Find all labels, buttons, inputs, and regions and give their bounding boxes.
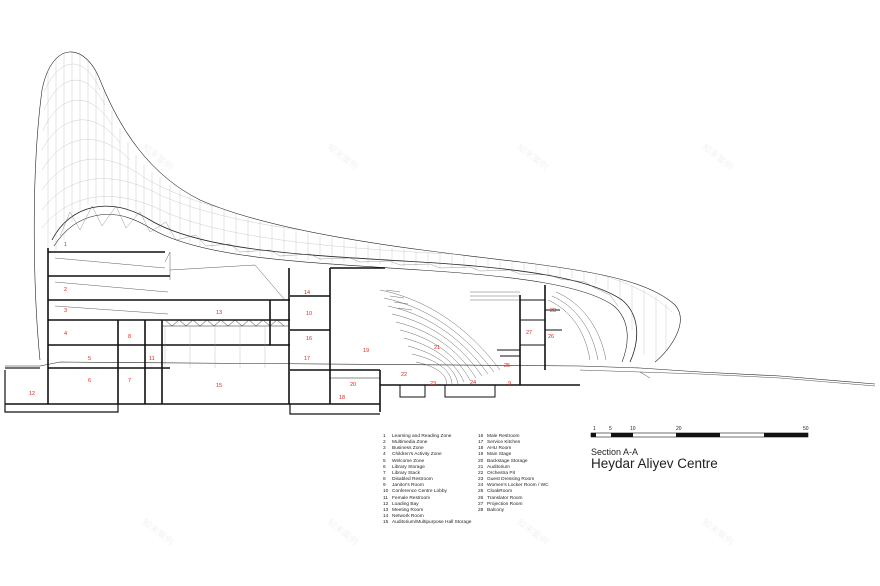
project-title: Heydar Aliyev Centre [591,456,718,471]
room-label-6: 6 [88,378,91,384]
structure-walls [47,248,546,412]
library-ramps [54,251,286,315]
basement [4,370,496,415]
room-label-2: 2 [64,287,67,293]
auditorium-seating [379,289,607,386]
room-label-1: 1 [64,242,67,248]
room-label-4: 4 [64,331,67,337]
conference-truss [162,319,289,368]
room-label-3: 3 [64,308,67,314]
room-label-5: 5 [88,356,91,362]
room-label-28: 28 [550,308,556,314]
room-label-26: 26 [548,334,554,340]
room-label-23: 23 [430,381,436,387]
ground-line [5,361,876,387]
scale-tick-1: 1 [593,426,596,432]
room-label-21: 21 [434,345,440,351]
room-label-10: 10 [306,311,312,317]
room-label-27: 27 [526,330,532,336]
room-label-25: 25 [504,363,510,369]
room-label-14: 14 [304,290,310,296]
room-label-17: 17 [304,356,310,362]
room-label-15: 15 [216,383,222,389]
room-label-19: 19 [363,348,369,354]
room-label-18: 18 [339,395,345,401]
room-label-7: 7 [128,378,131,384]
room-label-22: 22 [401,372,407,378]
scale-tick-5: 5 [609,426,612,432]
room-label-16: 16 [306,336,312,342]
room-labels: 1 2 3 4 5 6 7 8 9 10 11 12 13 14 15 16 1… [29,242,556,401]
room-label-8: 8 [128,334,131,340]
balconies [497,299,562,357]
scale-tick-10: 10 [630,426,636,432]
room-label-24: 24 [470,380,476,386]
scale-tick-20: 20 [676,426,682,432]
room-label-20: 20 [350,382,356,388]
room-label-12: 12 [29,391,35,397]
shell-outline [33,51,681,363]
floor-slabs [5,251,580,405]
section-label: Section A-A [591,447,639,457]
room-label-13: 13 [216,310,222,316]
roof-truss [59,205,619,307]
room-label-9: 9 [508,381,511,387]
scale-bar: 1 5 10 20 50 [590,426,809,438]
room-label-11: 11 [149,356,155,362]
shell-grid [41,51,673,360]
scale-tick-50: 50 [803,426,809,432]
